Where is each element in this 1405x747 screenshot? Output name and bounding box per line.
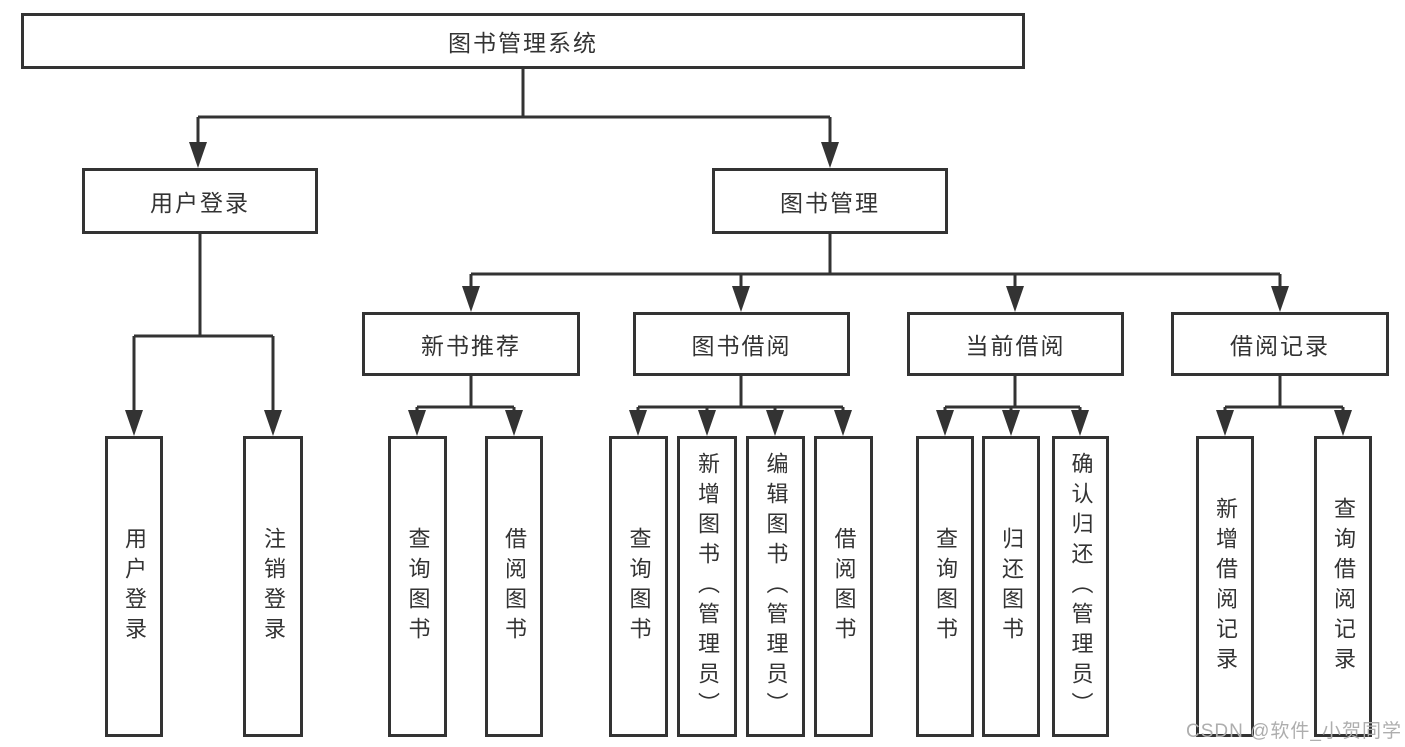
node-book-borrow-label: 图书借阅 (691, 333, 792, 359)
node-current-borrow-label: 当前借阅 (965, 333, 1066, 359)
leaf-user-login-label: 用户登录 (122, 526, 147, 647)
leaf-logout: 注销登录 (243, 436, 303, 737)
node-new-book-recommend: 新书推荐 (362, 312, 580, 376)
leaf-bb-borrow-books-label: 借阅图书 (831, 526, 857, 647)
node-current-borrow: 当前借阅 (907, 312, 1124, 376)
leaf-nb-query-books-label: 查询图书 (405, 526, 431, 647)
node-book-management-label: 图书管理 (780, 190, 880, 216)
leaf-logout-label: 注销登录 (261, 526, 286, 647)
leaf-br-query-record-label: 查询借阅记录 (1331, 496, 1356, 677)
leaf-bb-edit-book-admin: 编辑图书（管理员） (746, 436, 805, 737)
node-root: 图书管理系统 (21, 13, 1025, 69)
leaf-br-query-record: 查询借阅记录 (1314, 436, 1372, 737)
node-new-book-recommend-label: 新书推荐 (421, 333, 521, 359)
node-book-borrow: 图书借阅 (633, 312, 850, 376)
node-book-management: 图书管理 (712, 168, 948, 234)
leaf-bb-edit-book-admin-label: 编辑图书（管理员） (763, 451, 789, 722)
node-user-login: 用户登录 (82, 168, 318, 234)
leaf-nb-query-books: 查询图书 (388, 436, 447, 737)
leaf-cb-confirm-return-admin-label: 确认归还（管理员） (1068, 451, 1094, 722)
leaf-br-add-record-label: 新增借阅记录 (1213, 496, 1238, 677)
leaf-cb-query-books: 查询图书 (916, 436, 974, 737)
leaf-user-login: 用户登录 (105, 436, 163, 737)
leaf-cb-confirm-return-admin: 确认归还（管理员） (1052, 436, 1109, 737)
leaf-bb-borrow-books: 借阅图书 (814, 436, 873, 737)
arrowheads (125, 142, 1352, 436)
csdn-watermark: CSDN @软件_小贺同学 (1186, 721, 1402, 742)
leaf-nb-borrow-books-label: 借阅图书 (502, 526, 527, 647)
leaf-cb-return-books-label: 归还图书 (999, 526, 1024, 647)
leaf-bb-add-book-admin-label: 新增图书（管理员） (695, 451, 720, 722)
leaf-bb-add-book-admin: 新增图书（管理员） (677, 436, 737, 737)
leaf-cb-return-books: 归还图书 (982, 436, 1040, 737)
leaf-bb-query-books-label: 查询图书 (626, 526, 652, 647)
leaf-cb-query-books-label: 查询图书 (933, 526, 958, 647)
node-user-login-label: 用户登录 (150, 190, 250, 216)
node-borrow-records: 借阅记录 (1171, 312, 1389, 376)
leaf-br-add-record: 新增借阅记录 (1196, 436, 1254, 737)
node-borrow-records-label: 借阅记录 (1230, 333, 1330, 359)
leaf-bb-query-books: 查询图书 (609, 436, 668, 737)
node-root-label: 图书管理系统 (448, 30, 598, 56)
leaf-nb-borrow-books: 借阅图书 (485, 436, 543, 737)
